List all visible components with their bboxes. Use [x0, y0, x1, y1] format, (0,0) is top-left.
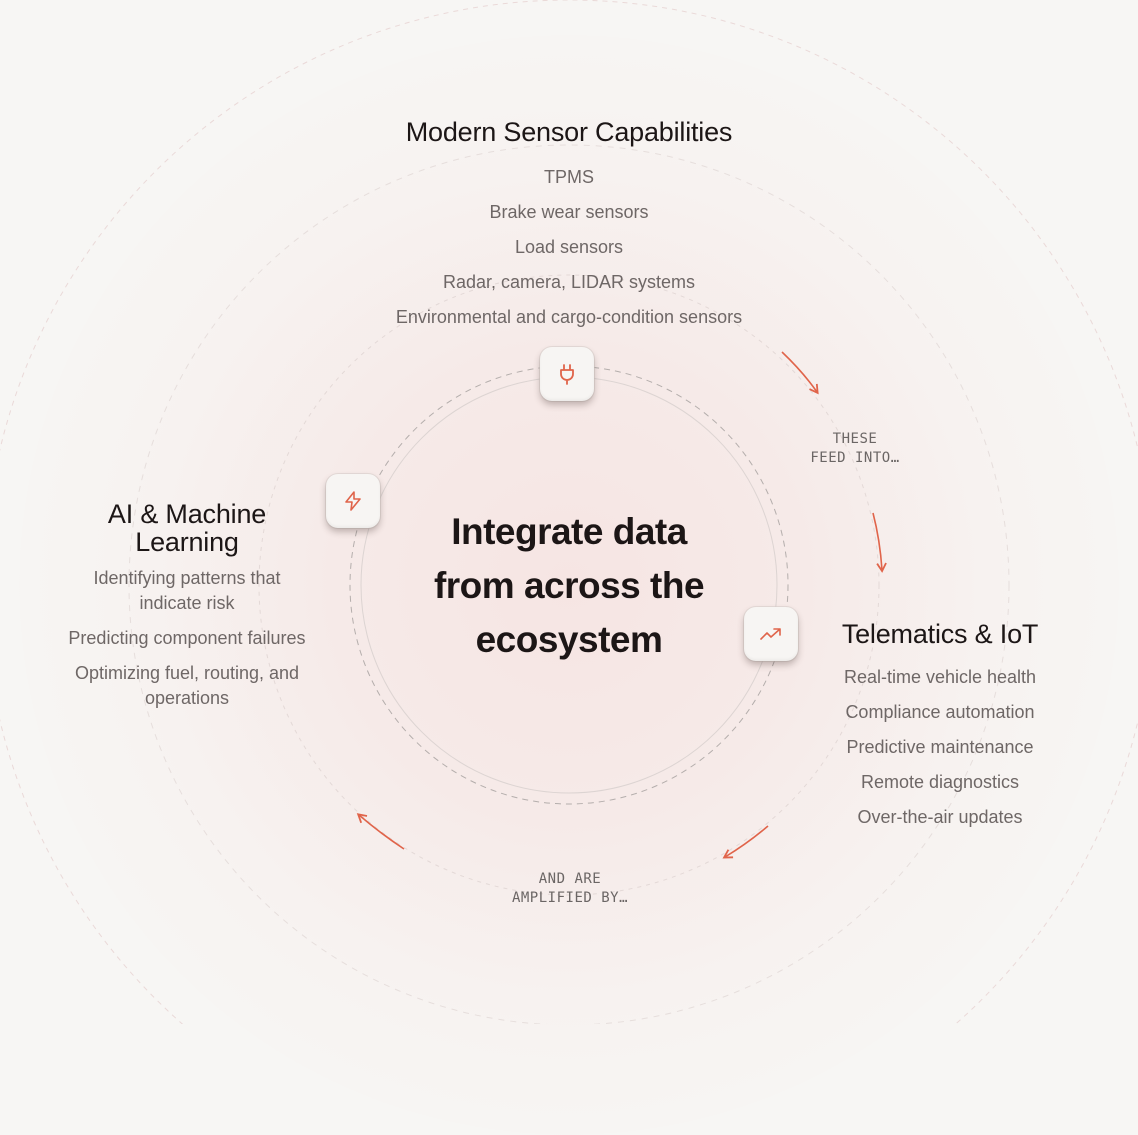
ai-node-button[interactable] — [326, 474, 380, 528]
connector-text: AMPLIFIED BY… — [511, 890, 629, 906]
list-item: Identifying patterns that indicate risk — [93, 568, 281, 613]
list-item: Environmental and cargo-condition sensor… — [395, 307, 743, 327]
ring-3 — [258, 274, 880, 896]
lightning-bolt-icon — [345, 491, 361, 511]
arrow-telematics-to-amplified — [722, 825, 769, 859]
list-item: Brake wear sensors — [489, 202, 649, 222]
sensor-list: TPMS Brake wear sensors Load sensors Rad… — [330, 160, 808, 335]
list-item: Over-the-air updates — [857, 807, 1023, 827]
title-line: AI & Machine — [107, 499, 267, 529]
list-item: Radar, camera, LIDAR systems — [442, 272, 696, 292]
center-title-line: from across the — [433, 565, 705, 606]
ring-4 — [128, 144, 1010, 1024]
arrow-feed-to-telematics — [872, 512, 887, 573]
plug-icon — [560, 364, 574, 385]
section-title: Telematics & IoT — [841, 619, 1039, 649]
arrow-amplified-to-ai — [356, 813, 405, 850]
sensor-node-button[interactable] — [540, 347, 594, 401]
title-line: Learning — [135, 527, 239, 557]
telematics-node-button[interactable] — [744, 607, 798, 661]
section-telematics-iot: Telematics & IoT Real-time vehicle healt… — [800, 620, 1080, 835]
connector-text: THESE — [832, 431, 878, 447]
trending-up-icon — [760, 628, 781, 640]
center-title-line: Integrate data — [451, 511, 687, 552]
arrow-sensors-to-feed — [781, 351, 819, 395]
ai-list: Identifying patterns that indicate risk … — [40, 566, 334, 711]
list-item: Predictive maintenance — [846, 737, 1034, 757]
connector-label-amplified-by: AND ARE AMPLIFIED BY… — [480, 870, 660, 908]
list-item: Optimizing fuel, routing, and operations — [74, 663, 300, 708]
list-item: Compliance automation — [845, 702, 1035, 722]
list-item: TPMS — [543, 167, 594, 187]
list-item: Load sensors — [514, 237, 624, 257]
section-title: Modern Sensor Capabilities — [405, 117, 733, 147]
connector-text: FEED INTO… — [810, 450, 900, 466]
center-title: Integrate data from across the ecosystem — [400, 505, 738, 667]
center-title-line: ecosystem — [475, 619, 663, 660]
telematics-list: Real-time vehicle health Compliance auto… — [800, 660, 1080, 835]
section-title: AI & Machine Learning — [40, 500, 334, 556]
ring-diagram — [0, 0, 1138, 1024]
list-item: Remote diagnostics — [860, 772, 1020, 792]
center-glow — [19, 35, 1119, 1135]
section-sensor-capabilities: Modern Sensor Capabilities TPMS Brake we… — [330, 118, 808, 335]
connector-label-feed-into: THESE FEED INTO… — [790, 430, 920, 468]
list-item: Real-time vehicle health — [843, 667, 1037, 687]
section-ai-machine-learning: AI & Machine Learning Identifying patter… — [40, 500, 334, 721]
connector-text: AND ARE — [538, 871, 602, 887]
inner-dashed-ring — [349, 365, 789, 805]
list-item: Predicting component failures — [68, 628, 306, 648]
